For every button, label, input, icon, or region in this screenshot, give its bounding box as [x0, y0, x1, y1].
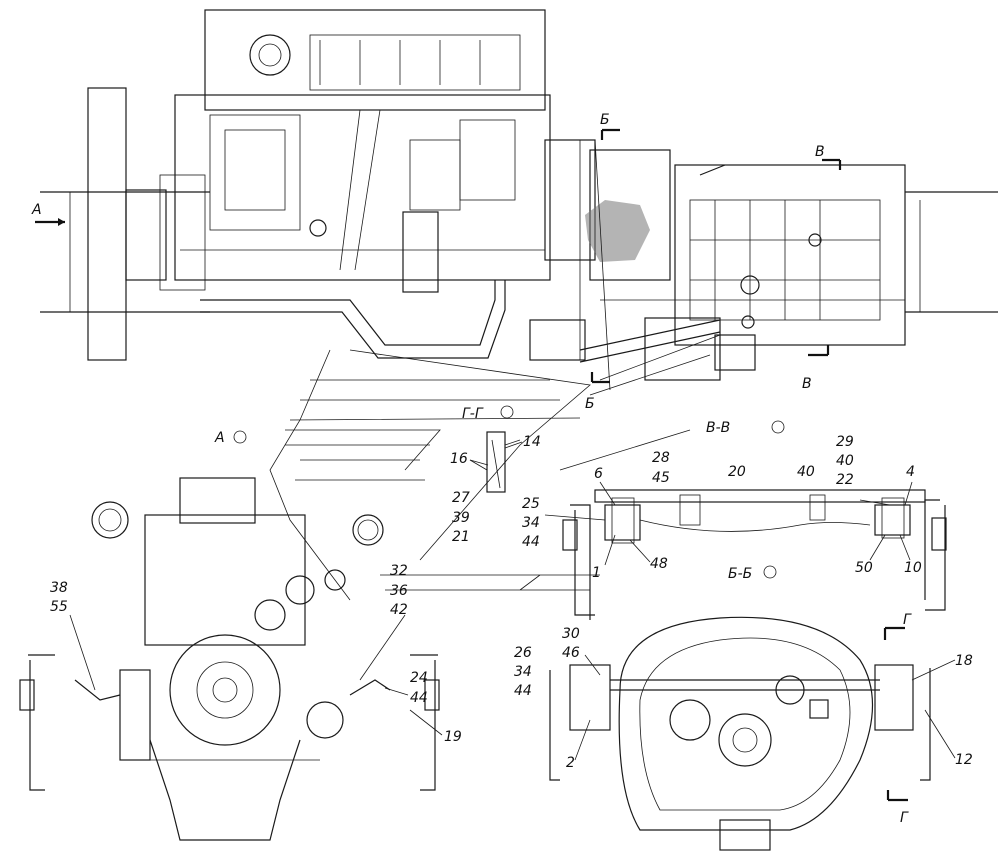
label-38: 38 [50, 580, 68, 596]
view-title-b: Б-Б [728, 566, 752, 582]
label-48: 48 [650, 556, 668, 572]
section-marker-b-top: Б Б [585, 112, 620, 412]
label-34b: 34 [514, 664, 532, 680]
label-16: 16 [450, 451, 468, 467]
label-44c: 44 [514, 683, 532, 699]
view-title-g: Г-Г [462, 406, 484, 422]
view-arrow-a: А [31, 202, 65, 226]
label-28: 28 [652, 450, 670, 466]
label-34a: 34 [522, 515, 540, 531]
label-24: 24 [410, 670, 428, 686]
label-50: 50 [855, 560, 873, 576]
label-55: 55 [50, 599, 68, 615]
label-44b: 44 [410, 690, 428, 706]
label-44a: 44 [522, 534, 540, 550]
label-10: 10 [904, 560, 922, 576]
label-45: 45 [652, 470, 670, 486]
label-25: 25 [522, 496, 540, 512]
label-14: 14 [523, 434, 541, 450]
marker-b-top: Б [600, 112, 610, 128]
label-20: 20 [728, 464, 746, 480]
view-a-engine-front [19, 477, 440, 841]
part-labels: 16 14 27 39 21 28 45 6 25 34 44 20 40 29… [50, 434, 973, 771]
clutch-housing [544, 139, 671, 391]
frame-rail [40, 191, 998, 313]
view-title-v: В-В [706, 420, 730, 436]
section-b-b: Г [549, 616, 931, 851]
label-21: 21 [452, 529, 470, 545]
marker-v-bottom: В [802, 376, 812, 392]
label-26: 26 [514, 645, 532, 661]
label-18: 18 [955, 653, 973, 669]
radiator [87, 87, 206, 361]
label-19: 19 [444, 729, 462, 745]
leader-lines [269, 334, 721, 601]
marker-v-top: В [815, 144, 825, 160]
gearbox [600, 164, 906, 346]
engine-block [174, 9, 551, 293]
view-title-a: А [214, 430, 225, 446]
label-6: 6 [594, 466, 603, 482]
label-1: 1 [592, 565, 601, 581]
label-46: 46 [562, 645, 580, 661]
label-4: 4 [906, 464, 915, 480]
section-marker-v-top: В В [802, 144, 842, 392]
label-36: 36 [390, 583, 408, 599]
label-40a: 40 [797, 464, 815, 480]
view-titles: Г-Г А В-В Б-Б [214, 405, 785, 582]
label-27: 27 [452, 490, 470, 506]
marker-b-bottom: Б [585, 396, 595, 412]
section-v-v: Г [562, 489, 947, 640]
label-leaders [69, 441, 956, 761]
label-42: 42 [390, 602, 408, 618]
label-39: 39 [452, 510, 470, 526]
label-12: 12 [955, 752, 973, 768]
marker-g-bottom: Г [900, 810, 909, 826]
top-assembly-view: Б Б В В А [31, 9, 998, 412]
label-40b: 40 [836, 453, 854, 469]
label-2: 2 [566, 755, 575, 771]
label-30: 30 [562, 626, 580, 642]
marker-a: А [31, 202, 42, 218]
marker-g-top: Г [903, 612, 912, 628]
gearbox-support [529, 317, 756, 381]
detail-g-bracket [469, 431, 521, 493]
exhaust-pipe [200, 280, 506, 359]
label-32: 32 [390, 563, 408, 579]
label-29: 29 [836, 434, 854, 450]
label-22: 22 [836, 472, 854, 488]
